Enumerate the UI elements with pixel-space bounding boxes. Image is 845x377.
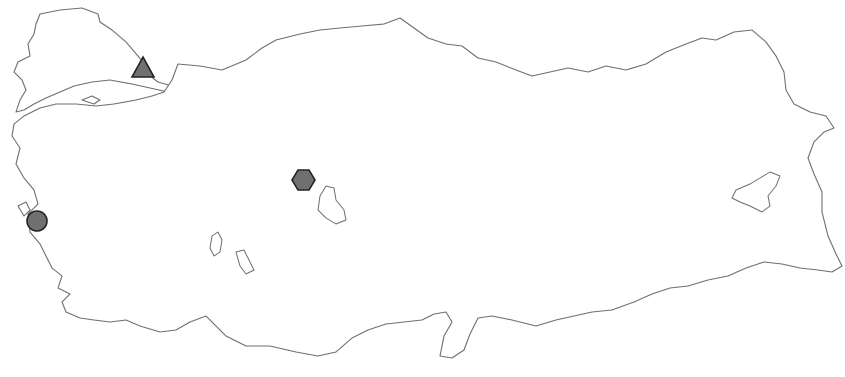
marmara-island — [81, 95, 101, 105]
anatolia-outline — [11, 17, 843, 359]
aegean-island — [17, 201, 31, 217]
hexagon-marker[interactable] — [291, 169, 316, 191]
lake-beysehir — [209, 231, 223, 257]
lake-tuz — [317, 185, 347, 225]
thrace-outline — [13, 7, 181, 113]
lake-van — [731, 171, 781, 213]
triangle-marker[interactable] — [130, 55, 156, 78]
lake-egirdir — [235, 249, 255, 275]
circle-marker[interactable] — [26, 210, 48, 232]
